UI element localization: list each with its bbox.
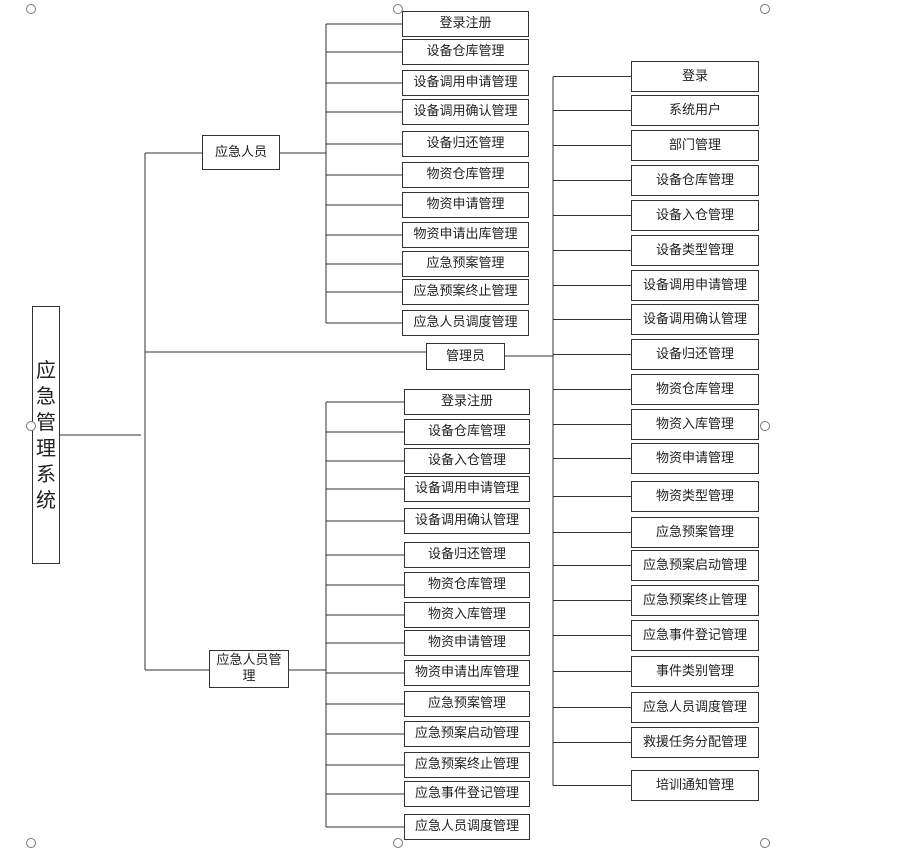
manager-module: 物资申请管理	[404, 630, 530, 656]
root-char: 统	[36, 488, 56, 512]
manager-module: 应急预案启动管理	[404, 721, 530, 747]
manager-module: 应急预案管理	[404, 691, 530, 717]
selection-handle[interactable]	[393, 838, 403, 848]
manager-module: 登录注册	[404, 389, 530, 415]
manager-module: 物资申请出库管理	[404, 660, 530, 686]
admin-module: 应急人员调度管理	[631, 692, 759, 723]
admin-module: 部门管理	[631, 130, 759, 161]
root-char: 理	[36, 436, 56, 460]
staff-module: 物资仓库管理	[402, 162, 529, 188]
admin-module: 物资入库管理	[631, 409, 759, 440]
staff-module: 设备仓库管理	[402, 39, 529, 65]
admin-module: 应急预案启动管理	[631, 550, 759, 581]
staff-module: 应急人员调度管理	[402, 310, 529, 336]
staff-module: 应急预案终止管理	[402, 279, 529, 305]
root-char: 急	[36, 384, 56, 408]
selection-handle[interactable]	[26, 838, 36, 848]
admin-module: 物资申请管理	[631, 443, 759, 474]
admin-module: 设备类型管理	[631, 235, 759, 266]
staff-module: 设备调用确认管理	[402, 99, 529, 125]
root-char: 管	[36, 410, 56, 434]
admin-module: 设备归还管理	[631, 339, 759, 370]
manager-module: 设备调用申请管理	[404, 476, 530, 502]
admin-module: 培训通知管理	[631, 770, 759, 801]
root-char: 应	[36, 358, 56, 382]
admin-module: 设备调用确认管理	[631, 304, 759, 335]
selection-handle[interactable]	[760, 838, 770, 848]
admin-module: 事件类别管理	[631, 656, 759, 687]
admin-module: 物资仓库管理	[631, 374, 759, 405]
admin-module: 应急事件登记管理	[631, 620, 759, 651]
selection-handle[interactable]	[26, 421, 36, 431]
staff-module: 设备调用申请管理	[402, 70, 529, 96]
staff-module: 物资申请出库管理	[402, 222, 529, 248]
root-char: 系	[36, 462, 56, 486]
admin-module: 系统用户	[631, 95, 759, 126]
selection-handle[interactable]	[26, 4, 36, 14]
manager-module: 应急预案终止管理	[404, 752, 530, 778]
selection-handle[interactable]	[760, 4, 770, 14]
manager-module: 设备仓库管理	[404, 419, 530, 445]
role-admin: 管理员	[426, 343, 505, 370]
staff-module: 设备归还管理	[402, 131, 529, 157]
admin-module: 设备调用申请管理	[631, 270, 759, 301]
manager-module: 物资入库管理	[404, 602, 530, 628]
manager-module: 设备入仓管理	[404, 448, 530, 474]
role-staff-manager: 应急人员管理	[209, 650, 289, 688]
manager-module: 设备调用确认管理	[404, 508, 530, 534]
selection-handle[interactable]	[393, 4, 403, 14]
role-emergency-staff: 应急人员	[202, 135, 280, 170]
admin-module: 物资类型管理	[631, 481, 759, 512]
staff-module: 应急预案管理	[402, 251, 529, 277]
manager-module: 物资仓库管理	[404, 572, 530, 598]
staff-module: 物资申请管理	[402, 192, 529, 218]
selection-handle[interactable]	[760, 421, 770, 431]
admin-module: 应急预案终止管理	[631, 585, 759, 616]
manager-module: 设备归还管理	[404, 542, 530, 568]
manager-module: 应急事件登记管理	[404, 781, 530, 807]
admin-module: 设备入仓管理	[631, 200, 759, 231]
root-node: 应急管理系统	[32, 306, 60, 564]
manager-module: 应急人员调度管理	[404, 814, 530, 840]
admin-module: 登录	[631, 61, 759, 92]
admin-module: 救援任务分配管理	[631, 727, 759, 758]
admin-module: 应急预案管理	[631, 517, 759, 548]
admin-module: 设备仓库管理	[631, 165, 759, 196]
staff-module: 登录注册	[402, 11, 529, 37]
